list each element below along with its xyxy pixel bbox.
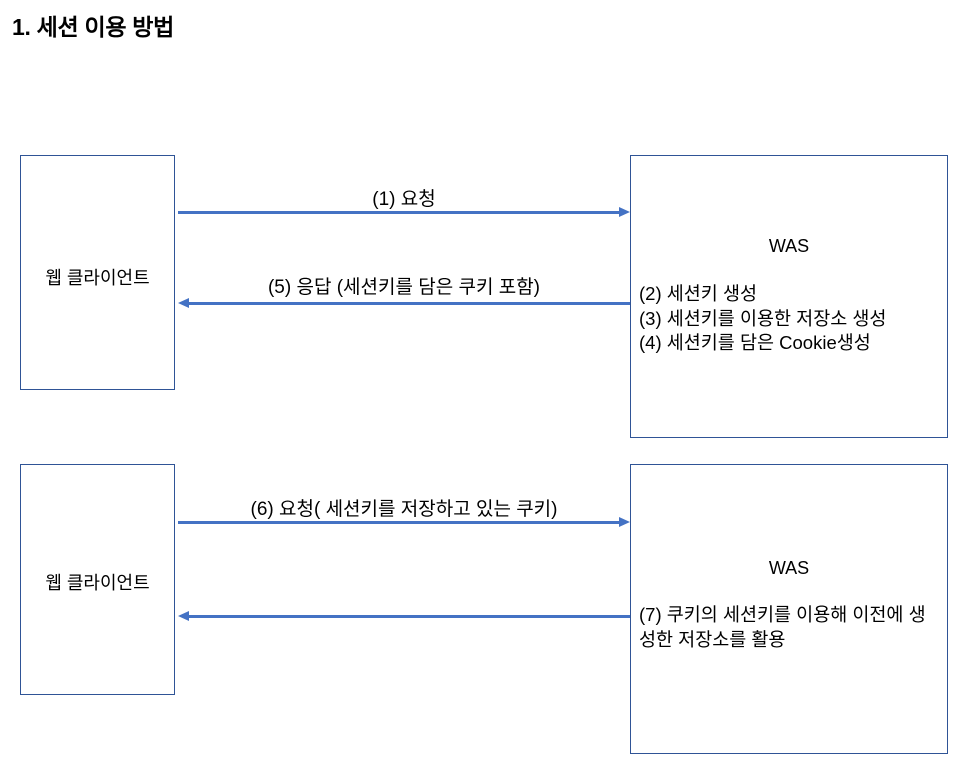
request-arrow-1 bbox=[178, 207, 630, 217]
web-client-box-2: 웹 클라이언트 bbox=[20, 464, 175, 695]
response-arrow-2-head bbox=[178, 611, 189, 621]
request-arrow-2-head bbox=[619, 517, 630, 527]
was-box-2: WAS (7) 쿠키의 세션키를 이용해 이전에 생성한 저장소를 활용 bbox=[630, 464, 948, 754]
request-arrow-2-shaft bbox=[178, 521, 621, 525]
response-arrow-2-shaft bbox=[187, 615, 630, 619]
response-arrow-2 bbox=[178, 611, 630, 621]
was-box-1-step-4: (4) 세션키를 담은 Cookie생성 bbox=[639, 332, 871, 354]
was-box-1-step-3: (3) 세션키를 이용한 저장소 생성 bbox=[639, 307, 887, 329]
was-box-1-step-2: (2) 세션키 생성 bbox=[639, 283, 757, 304]
page-title: 1. 세션 이용 방법 bbox=[12, 14, 175, 40]
was-box-1: WAS (2) 세션키 생성 (3) 세션키를 이용한 저장소 생성 (4) 세… bbox=[630, 155, 948, 438]
response-arrow-1-label: (5) 응답 (세션키를 담은 쿠키 포함) bbox=[267, 277, 541, 298]
was-box-2-step-7: (7) 쿠키의 세션키를 이용해 이전에 생성한 저장소를 활용 bbox=[639, 604, 926, 650]
request-arrow-1-head bbox=[619, 207, 630, 217]
was-box-2-steps: (7) 쿠키의 세션키를 이용해 이전에 생성한 저장소를 활용 bbox=[639, 603, 939, 652]
was-box-1-steps: (2) 세션키 생성 (3) 세션키를 이용한 저장소 생성 (4) 세션키를 … bbox=[639, 282, 939, 356]
was-box-2-title: WAS bbox=[768, 558, 810, 578]
response-arrow-1-head bbox=[178, 298, 189, 308]
request-arrow-1-shaft bbox=[178, 211, 621, 215]
was-box-1-title: WAS bbox=[768, 236, 810, 256]
response-arrow-1-shaft bbox=[187, 302, 630, 306]
web-client-box-1: 웹 클라이언트 bbox=[20, 155, 175, 390]
response-arrow-1 bbox=[178, 298, 630, 308]
web-client-box-1-label: 웹 클라이언트 bbox=[45, 268, 150, 288]
web-client-box-2-label: 웹 클라이언트 bbox=[45, 573, 150, 593]
request-arrow-2-label: (6) 요청( 세션키를 저장하고 있는 쿠키) bbox=[250, 499, 558, 520]
request-arrow-1-label: (1) 요청 bbox=[372, 189, 436, 210]
request-arrow-2 bbox=[178, 517, 630, 527]
